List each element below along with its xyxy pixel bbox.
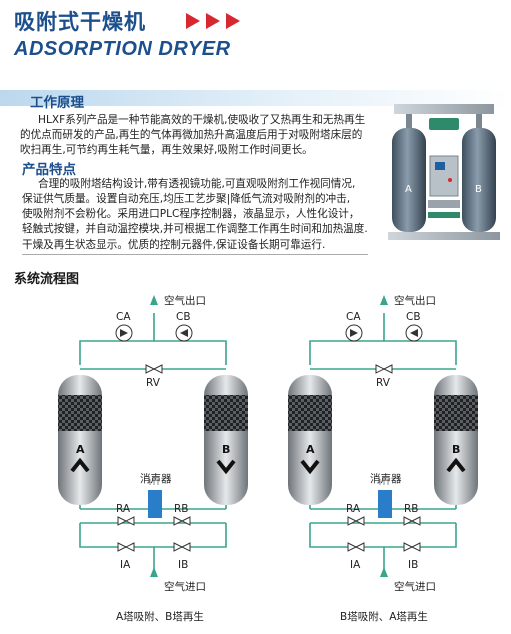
flow-diagram-a-adsorb: A B 空气出口 CA CB RV 消声器 RA RB IA IB 空气进口 A… bbox=[50, 285, 270, 630]
section-divider bbox=[22, 254, 368, 255]
valve-ib-label: IB bbox=[408, 559, 419, 571]
tower-a-label: A bbox=[306, 443, 315, 456]
features-line: 合理的吸附塔结构设计,带有透视镜功能,可直观吸附剂工作视同情况, bbox=[38, 178, 356, 190]
silencer-label: 消声器 bbox=[140, 473, 172, 485]
valve-ca-label: CA bbox=[116, 311, 131, 323]
flow-diagram-svg: A B bbox=[288, 295, 478, 577]
features-line: 轻触式按键，并自动温控模块,并可根据工作调整工作再生时间和加热温度. bbox=[22, 223, 368, 236]
photo-tower-b-label: B bbox=[475, 184, 482, 195]
principle-text: HLXF系列产品是一种节能高效的干燥机,使吸收了又热再生和无热再生 bbox=[38, 113, 365, 128]
principle-line: 吹扫再生,可节约再生耗气量，再生效果好,吸附工作时间更长。 bbox=[20, 144, 313, 157]
air-inlet-label: 空气进口 bbox=[394, 581, 436, 593]
features-text-cont: 保证供气质量。设置自动充压,均压工艺步聚|降低气流对吸附剂的冲击, 使吸附剂不会… bbox=[22, 192, 368, 253]
features-heading: 产品特点 bbox=[22, 162, 76, 178]
valve-rv-label: RV bbox=[376, 377, 390, 389]
flow-diagram-b-adsorb: A B 空气出口 CA CB RV 消声器 RA RB IA IB 空气进口 B… bbox=[280, 285, 500, 630]
flow-diagram-svg: A B bbox=[58, 295, 248, 577]
photo-tower-a-label: A bbox=[405, 184, 412, 195]
air-outlet-label: 空气出口 bbox=[164, 295, 206, 307]
silencer-label: 消声器 bbox=[370, 473, 402, 485]
valve-ia-label: IA bbox=[350, 559, 361, 571]
principle-line: 的优点而研发的产品,再生的气体再微加热升高温度后用于对吸附塔床层的 bbox=[20, 129, 363, 141]
tower-b-label: B bbox=[222, 443, 230, 456]
page-title-cn: 吸附式干燥机 bbox=[14, 10, 146, 34]
tower-b-label: B bbox=[452, 443, 460, 456]
valve-cb-label: CB bbox=[176, 311, 191, 323]
diagram-caption: B塔吸附、A塔再生 bbox=[340, 611, 428, 623]
valve-ra-label: RA bbox=[116, 503, 131, 515]
features-line: 干燥及再生状态显示。优质的控制元器件,保证设备长期可靠运行. bbox=[22, 238, 326, 251]
air-inlet-label: 空气进口 bbox=[164, 581, 206, 593]
features-text: 合理的吸附塔结构设计,带有透视镜功能,可直观吸附剂工作视同情况, bbox=[38, 177, 355, 192]
dryer-product-image: A B bbox=[388, 104, 500, 240]
valve-ia-label: IA bbox=[120, 559, 131, 571]
features-line: 使吸附剂不会粉化。采用进口PLC程序控制器，液晶显示，人性化设计， bbox=[22, 208, 360, 221]
principle-line: HLXF系列产品是一种节能高效的干燥机,使吸收了又热再生和无热再生 bbox=[38, 114, 366, 126]
valve-rb-label: RB bbox=[404, 503, 419, 515]
valve-ca-label: CA bbox=[346, 311, 361, 323]
principle-text-cont: 的优点而研发的产品,再生的气体再微加热升高温度后用于对吸附塔床层的 吹扫再生,可… bbox=[20, 128, 362, 158]
features-line: 保证供气质量。设置自动充压,均压工艺步聚|降低气流对吸附剂的冲击, bbox=[22, 193, 351, 205]
valve-rv-label: RV bbox=[146, 377, 160, 389]
red-triangle-arrows-icon bbox=[186, 13, 240, 29]
valve-rb-label: RB bbox=[174, 503, 189, 515]
air-outlet-label: 空气出口 bbox=[394, 295, 436, 307]
principle-heading: 工作原理 bbox=[30, 95, 84, 111]
section-band bbox=[0, 90, 511, 106]
valve-ra-label: RA bbox=[346, 503, 361, 515]
valve-ib-label: IB bbox=[178, 559, 189, 571]
page-title-en: ADSORPTION DRYER bbox=[14, 38, 231, 60]
valve-cb-label: CB bbox=[406, 311, 421, 323]
flow-heading: 系统流程图 bbox=[14, 272, 80, 287]
tower-a-label: A bbox=[76, 443, 85, 456]
diagram-caption: A塔吸附、B塔再生 bbox=[116, 611, 204, 623]
